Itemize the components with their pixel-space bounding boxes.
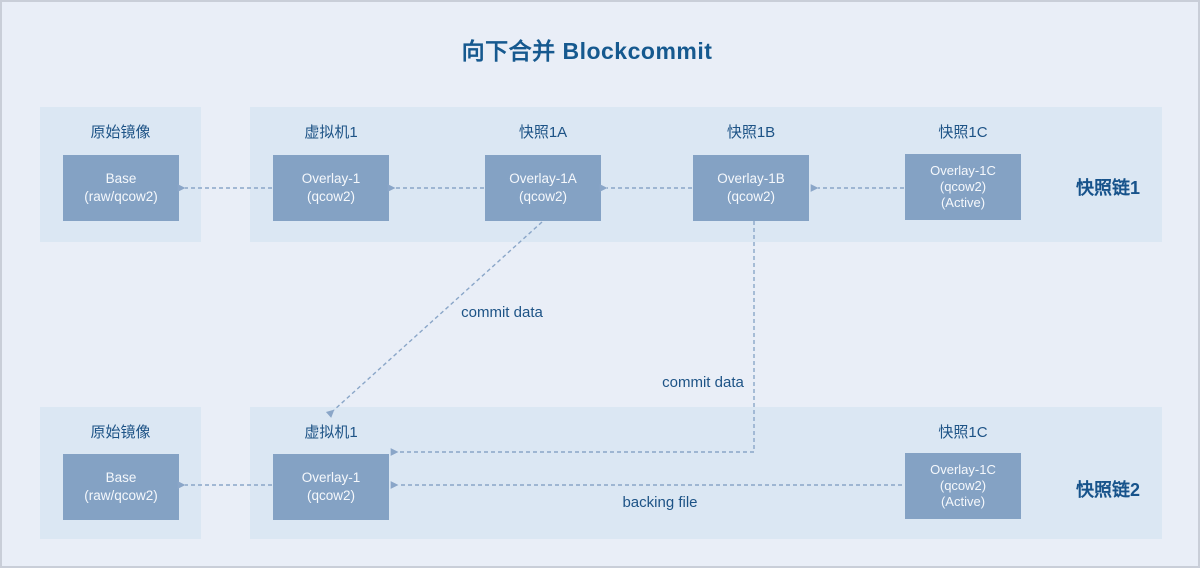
origin-panel-bottom: 原始镜像 Base (raw/qcow2) (40, 407, 201, 539)
chain2-label: 快照链2 (1075, 480, 1140, 500)
chain2-overlay1-box: Overlay-1 (qcow2) (273, 454, 389, 520)
chain1-node4-label: 快照1C (938, 124, 988, 141)
base-box-top: Base (raw/qcow2) (63, 155, 179, 221)
chain2-node2-label: 快照1C (938, 424, 988, 441)
chain1-overlay1a-line1: Overlay-1A (509, 170, 577, 186)
chain1-node2-label: 快照1A (518, 124, 568, 141)
chain1-overlay1b-box: Overlay-1B (qcow2) (693, 155, 809, 221)
chain2-overlay1c-line3: (Active) (940, 494, 986, 510)
chain1-overlay1-box: Overlay-1 (qcow2) (273, 155, 389, 221)
chain1-node1-label: 虚拟机1 (304, 124, 358, 141)
chain1-overlay1-line2: (qcow2) (306, 189, 355, 204)
origin-panel-top: 原始镜像 Base (raw/qcow2) (40, 107, 201, 242)
backing-file-annotation: backing file (622, 494, 698, 511)
page-title: 向下合并 Blockcommit (461, 38, 713, 64)
commit-data-annotation-1: commit data (461, 304, 543, 321)
chain2-overlay1c-line2: (qcow2) (939, 477, 987, 493)
chain1-overlay1a-line2: (qcow2) (518, 189, 567, 204)
base-box-bottom-line2: (raw/qcow2) (84, 488, 158, 503)
chain1-overlay1a-box: Overlay-1A (qcow2) (485, 155, 601, 221)
base-box-top-line2: (raw/qcow2) (84, 189, 158, 204)
chain1-overlay1-line1: Overlay-1 (301, 170, 361, 186)
chain2-node1-label: 虚拟机1 (304, 424, 358, 441)
base-box-top-line1: Base (105, 170, 137, 186)
commit-data-annotation-2: commit data (662, 374, 744, 391)
origin-panel-top-label: 原始镜像 (90, 124, 151, 141)
chain1-overlay1c-line2: (qcow2) (939, 178, 987, 194)
chain1-overlay1b-line1: Overlay-1B (717, 170, 785, 186)
chain1-overlay1c-line3: (Active) (940, 195, 986, 211)
chain1-overlay1b-line2: (qcow2) (726, 189, 775, 204)
chain2-panel: 虚拟机1 Overlay-1 (qcow2) 快照1C Overlay-1C (… (250, 407, 1162, 539)
base-box-bottom: Base (raw/qcow2) (63, 454, 179, 520)
chain1-overlay1c-line1: Overlay-1C (930, 162, 996, 178)
chain1-panel: 虚拟机1 Overlay-1 (qcow2) 快照1A Overlay-1A (… (250, 107, 1162, 242)
chain1-overlay1c-box: Overlay-1C (qcow2) (Active) (905, 154, 1021, 220)
chain1-node3-label: 快照1B (726, 124, 776, 141)
chain2-overlay1c-line1: Overlay-1C (930, 461, 996, 477)
chain2-overlay1-line2: (qcow2) (306, 488, 355, 503)
base-box-bottom-line1: Base (105, 469, 137, 485)
chain1-label: 快照链1 (1075, 178, 1140, 198)
chain2-overlay1c-box: Overlay-1C (qcow2) (Active) (905, 453, 1021, 519)
origin-panel-bottom-label: 原始镜像 (90, 424, 151, 441)
chain2-overlay1-line1: Overlay-1 (301, 469, 361, 485)
